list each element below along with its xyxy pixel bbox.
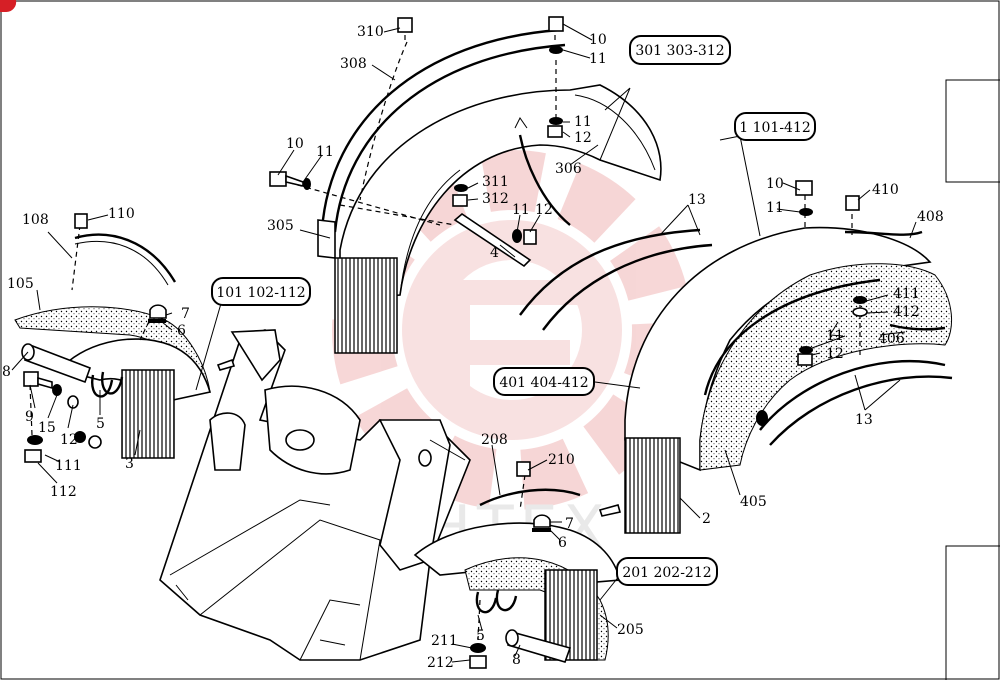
label-13: 13 <box>855 412 873 428</box>
part-number-labels: 310 10 11 308 11 12 306 10 11 311 312 11… <box>2 24 944 671</box>
callout-box-400 <box>493 367 595 396</box>
callout-box-1 <box>734 112 816 141</box>
mudflap-3 <box>121 369 175 459</box>
label-11: 11 <box>512 202 530 218</box>
label-9: 9 <box>25 409 34 425</box>
label-13: 13 <box>688 192 706 208</box>
label-12: 12 <box>535 202 553 218</box>
label-312: 312 <box>482 191 509 207</box>
label-211: 211 <box>431 633 458 649</box>
callout-box-300 <box>629 35 731 65</box>
label-5: 5 <box>476 628 485 644</box>
label-10: 10 <box>286 136 304 152</box>
label-212: 212 <box>427 655 454 671</box>
label-11: 11 <box>316 144 334 160</box>
chassis-frame <box>159 329 471 661</box>
label-15: 15 <box>38 420 56 436</box>
callout-1: 1 101-412 <box>739 120 811 136</box>
label-5: 5 <box>96 416 105 432</box>
label-405: 405 <box>740 494 767 510</box>
group-callouts: 301 303-312 1 101-412 101 102-112 401 40… <box>211 35 816 586</box>
label-3: 3 <box>125 456 134 472</box>
label-308: 308 <box>340 56 367 72</box>
label-7: 7 <box>565 516 574 532</box>
label-105: 105 <box>7 276 34 292</box>
mudflap-2 <box>624 437 681 534</box>
label-311: 311 <box>482 174 509 190</box>
label-111: 111 <box>55 458 82 474</box>
label-12: 12 <box>574 130 592 146</box>
label-410: 410 <box>872 182 899 198</box>
label-2: 2 <box>702 511 711 527</box>
label-210: 210 <box>548 452 575 468</box>
fender-assembly-300 <box>269 16 713 354</box>
label-11: 11 <box>589 51 607 67</box>
label-406: 406 <box>878 331 905 347</box>
label-112: 112 <box>50 484 77 500</box>
fender-assembly-200 <box>413 461 622 669</box>
label-7: 7 <box>181 306 190 322</box>
label-10: 10 <box>766 176 784 192</box>
mudflap-305 <box>334 257 398 354</box>
label-408: 408 <box>917 209 944 225</box>
label-11: 11 <box>826 328 844 344</box>
label-305: 305 <box>267 218 294 234</box>
fender-assembly-100 <box>14 213 236 463</box>
label-412: 412 <box>893 304 920 320</box>
label-208: 208 <box>481 432 508 448</box>
callout-400: 401 404-412 <box>499 375 588 391</box>
label-306: 306 <box>555 161 582 177</box>
leader-lines <box>11 23 917 663</box>
label-12: 12 <box>60 432 78 448</box>
label-411: 411 <box>893 286 920 302</box>
callout-box-200 <box>616 557 718 586</box>
label-310: 310 <box>357 24 384 40</box>
label-110: 110 <box>108 206 135 222</box>
callout-box-100 <box>211 277 311 306</box>
corner-badge <box>0 0 17 13</box>
label-4: 4 <box>490 245 499 261</box>
callout-200: 201 202-212 <box>622 565 711 581</box>
callout-100: 101 102-112 <box>216 285 305 301</box>
label-8: 8 <box>2 364 11 380</box>
margin-box-top <box>945 79 1000 183</box>
label-6: 6 <box>177 323 186 339</box>
label-205: 205 <box>617 622 644 638</box>
margin-box-bottom <box>945 545 1000 680</box>
label-6: 6 <box>558 535 567 551</box>
label-12: 12 <box>826 346 844 362</box>
label-11: 11 <box>574 114 592 130</box>
label-108: 108 <box>22 212 49 228</box>
fender-assembly-400 <box>598 180 953 534</box>
label-11: 11 <box>766 200 784 216</box>
label-8: 8 <box>512 652 521 668</box>
label-10: 10 <box>589 32 607 48</box>
callout-300: 301 303-312 <box>635 43 724 59</box>
